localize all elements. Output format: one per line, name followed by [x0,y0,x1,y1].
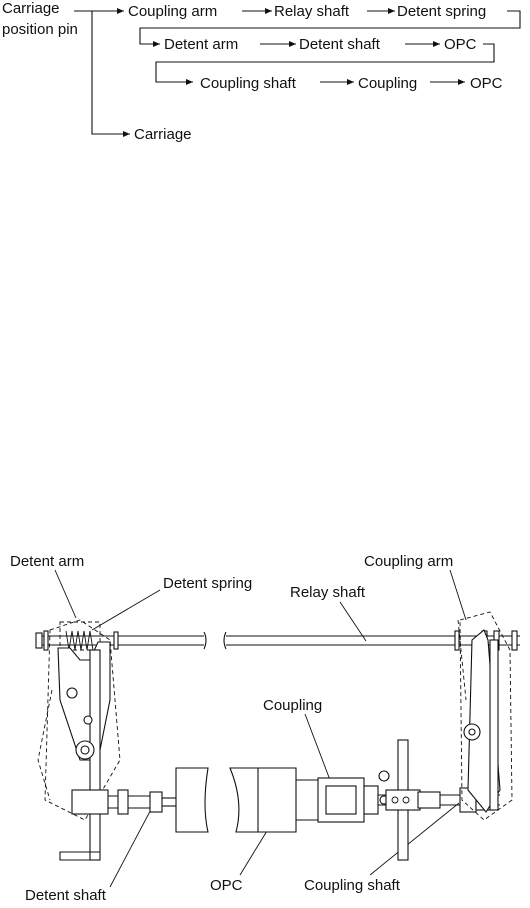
mechanism-drawing: Detent arm Detent spring Coupling arm Re… [10,553,520,904]
flow-source-line1: Carriage [2,0,60,17]
leader-detent-shaft [109,799,157,888]
flow-node-coupling: Coupling [358,75,417,92]
leader-relay-shaft [339,601,367,642]
flow-node-coupling-shaft: Coupling shaft [200,75,297,92]
leader-detent-arm [54,569,77,619]
label-detent-spring: Detent spring [163,575,252,592]
detent-shaft [71,789,176,815]
power-flow-chart: Carriage position pin Coupling arm Relay… [2,0,521,143]
leader-detent-spring [91,589,161,631]
coupling-arm [457,611,513,821]
label-coupling: Coupling [263,697,322,714]
leader-coupling [304,713,331,781]
label-coupling-shaft: Coupling shaft [304,877,401,894]
label-relay-shaft: Relay shaft [290,584,366,601]
detent-spring [59,621,101,651]
flow-node-detent-shaft: Detent shaft [299,36,381,53]
label-detent-arm: Detent arm [10,553,84,570]
opc-drum [175,767,318,833]
flow-node-opc: OPC [444,36,477,53]
flow-branch-connector [91,11,130,137]
flow-node-coupling-arm: Coupling arm [128,3,217,20]
leader-coupling-arm [449,569,467,621]
flow-source-line2: position pin [2,21,78,38]
flow-connector [139,10,521,47]
flow-node-detent-arm: Detent arm [164,36,238,53]
leader-opc [239,825,271,876]
leader-coupling-shaft [369,802,460,876]
flow-node-carriage: Carriage [134,126,192,143]
label-coupling-arm: Coupling arm [364,553,453,570]
detent-arm [37,619,121,861]
flow-node-opc-2: OPC [470,75,503,92]
flow-connector [155,43,495,85]
flow-node-detent-spring: Detent spring [397,3,486,20]
flow-node-relay-shaft: Relay shaft [274,3,350,20]
label-detent-shaft: Detent shaft [25,887,107,903]
coupling [317,770,390,823]
label-opc: OPC [210,877,243,894]
